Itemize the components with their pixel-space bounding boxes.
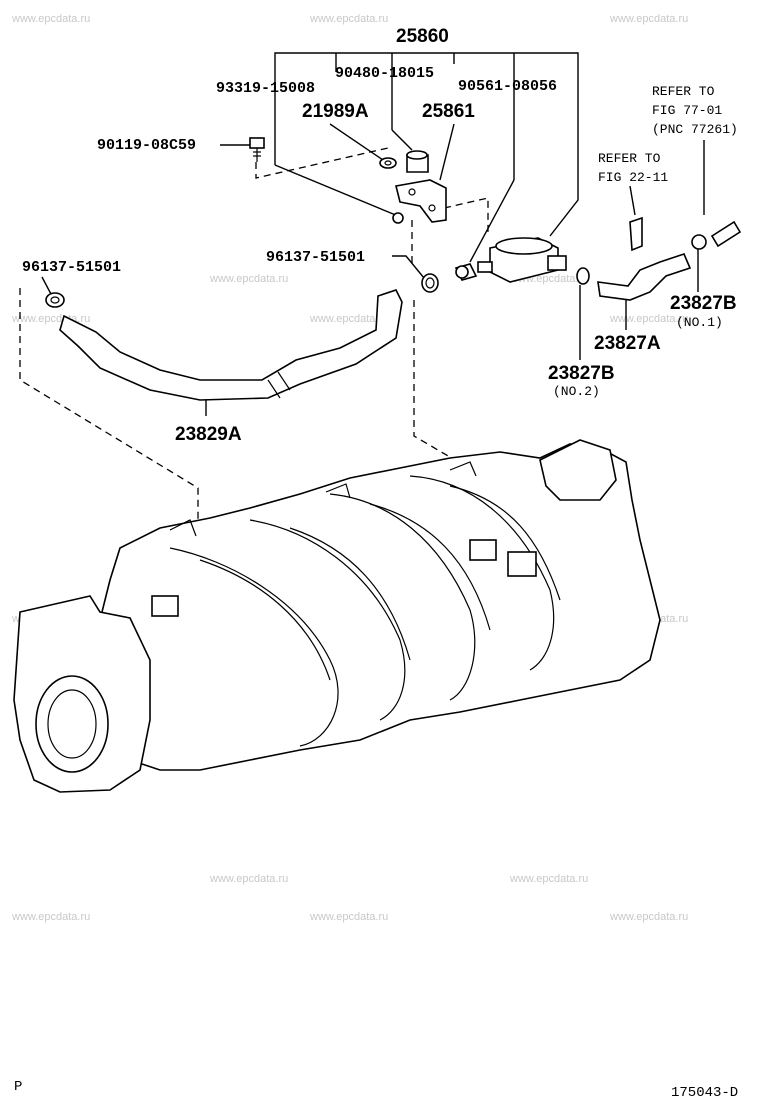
watermark: www.epcdata.ru xyxy=(609,911,688,923)
watermark: www.epcdata.ru xyxy=(309,911,388,923)
label-25860: 25860 xyxy=(396,26,449,47)
intake-manifold xyxy=(13,439,661,793)
label-96137-51501-left: 96137-51501 xyxy=(22,259,121,276)
label-96137-51501-mid: 96137-51501 xyxy=(266,249,365,266)
nipple-90561 xyxy=(454,263,478,281)
label-23827a: 23827A xyxy=(594,333,661,354)
label-25861: 25861 xyxy=(422,101,475,122)
watermark: www.epcdata.ru xyxy=(509,873,588,885)
label-90119-08c59: 90119-08C59 xyxy=(97,137,196,154)
refer-fig-77-01-line3: (PNC 77261) xyxy=(652,122,738,137)
watermark: www.epcdata.ru xyxy=(11,911,90,923)
valve-25860 xyxy=(477,237,567,283)
refer-fig-22-11-line2: FIG 22-11 xyxy=(598,170,668,185)
watermark: www.epcdata.ru xyxy=(11,13,90,25)
figure-number: 175043-D xyxy=(671,1085,738,1101)
clamp-23827b-no1 xyxy=(691,234,707,250)
grommet-90480-18015 xyxy=(406,150,429,173)
label-21989a: 21989A xyxy=(302,101,369,122)
leader-lines xyxy=(41,52,705,416)
label-23827b-no1: 23827B xyxy=(670,293,737,314)
label-23829a: 23829A xyxy=(175,424,242,445)
label-23827b-no1-note: (NO.1) xyxy=(676,315,723,330)
label-23827b-no2: 23827B xyxy=(548,363,615,384)
watermark: www.epcdata.ru xyxy=(609,313,688,325)
clip-fig-22-11 xyxy=(629,216,643,252)
clamp-96137-left xyxy=(45,292,65,308)
bracket-25861 xyxy=(395,179,447,223)
hose-23827a xyxy=(597,253,692,301)
watermark: www.epcdata.ru xyxy=(309,313,388,325)
bolt-90119-08c59 xyxy=(249,137,265,162)
watermark: www.epcdata.ru xyxy=(609,13,688,25)
label-90480-18015: 90480-18015 xyxy=(335,65,434,82)
refer-fig-77-01-line2: FIG 77-01 xyxy=(652,103,722,118)
nut-93319 xyxy=(392,212,404,224)
tube-pnc-77261 xyxy=(710,220,742,248)
footer-left: P xyxy=(14,1079,22,1095)
label-90561-08056: 90561-08056 xyxy=(458,78,557,95)
refer-fig-22-11-line1: REFER TO xyxy=(598,151,661,166)
watermark: www.epcdata.ru xyxy=(309,13,388,25)
hose-23829a xyxy=(59,289,403,401)
watermark: www.epcdata.ru xyxy=(209,873,288,885)
clamp-23827b-no2 xyxy=(576,267,590,285)
watermark: www.epcdata.ru xyxy=(209,273,288,285)
refer-fig-77-01-line1: REFER TO xyxy=(652,84,715,99)
washer-21989a xyxy=(379,157,397,169)
label-23827b-no2-note: (NO.2) xyxy=(553,384,600,399)
label-93319-15008: 93319-15008 xyxy=(216,80,315,97)
clamp-96137-mid xyxy=(421,273,439,293)
